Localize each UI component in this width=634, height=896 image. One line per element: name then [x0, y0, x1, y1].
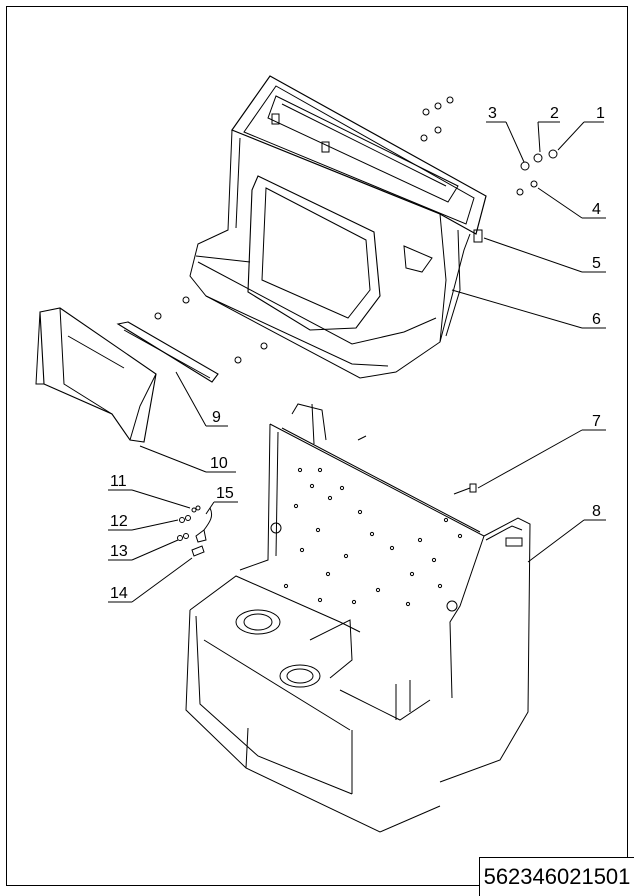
callout-9: 9: [212, 409, 221, 426]
callout-2: 2: [550, 105, 559, 122]
callout-13: 13: [110, 543, 128, 560]
part-9-bracket: [116, 321, 219, 383]
part-8-lower-chassis: [185, 403, 531, 833]
leader-lines: [108, 121, 606, 603]
callout-15: 15: [216, 485, 234, 502]
callout-14: 14: [110, 585, 128, 602]
callout-12: 12: [110, 513, 128, 530]
part-10-side-panel: [35, 307, 157, 443]
small-parts-11-15: [177, 505, 213, 557]
callout-7: 7: [592, 413, 601, 430]
callout-6: 6: [592, 311, 601, 328]
callout-5: 5: [592, 255, 601, 272]
callout-8: 8: [592, 503, 601, 520]
callout-3: 3: [488, 105, 497, 122]
callout-4: 4: [592, 201, 601, 218]
drawing-number: 562346021501: [479, 857, 634, 896]
drawing-frame: [6, 6, 628, 886]
callout-11: 11: [110, 473, 127, 490]
callout-labels: 1 2 3 4 5 6 7 8 9 10 11 12 13 14 15: [110, 105, 605, 602]
callout-10: 10: [210, 455, 228, 472]
callout-1: 1: [596, 105, 605, 122]
part-6-upper-housing: [189, 75, 487, 379]
housing-hardware: [154, 96, 558, 364]
